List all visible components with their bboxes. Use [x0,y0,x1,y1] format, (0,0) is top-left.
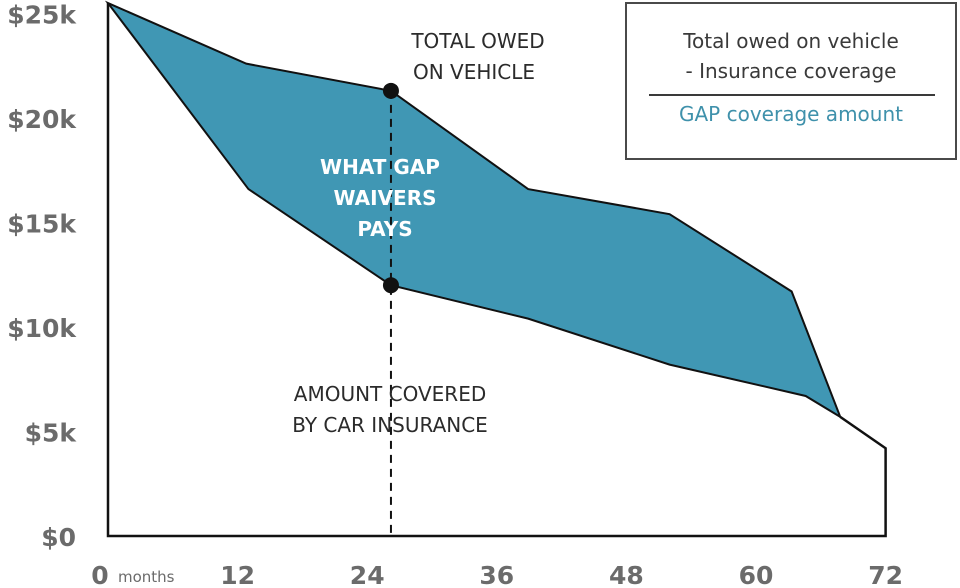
legend-line-1: Total owed on vehicle [683,29,899,53]
y-tick-label: $20k [7,105,77,134]
x-tick-label: 72 [868,561,903,588]
y-tick-label: $10k [7,314,77,343]
annotation-gap-3: PAYS [357,217,412,241]
axis-outline [106,3,887,538]
annotation-total-owed-1: TOTAL OWED [410,29,544,53]
y-tick-label: $15k [7,210,77,239]
y-tick-label: $25k [7,1,77,30]
y-tick-label: $5k [25,419,78,448]
x-tick-label: 36 [479,561,514,588]
annotation-total-owed-2: ON VEHICLE [413,60,535,84]
x-tick-label: 60 [739,561,774,588]
x-tick-label: 48 [609,561,644,588]
y-tick-label: $0 [41,523,76,552]
x-tick-label: 12 [220,561,255,588]
annotation-insurance-2: BY CAR INSURANCE [292,413,488,437]
legend-divider [649,94,935,96]
legend-line-2: - Insurance coverage [685,59,897,83]
x-tick-label: 24 [350,561,385,588]
total-owed-marker [382,82,399,99]
x-axis-label: months [118,568,175,586]
x-tick-label: 0 [91,561,108,588]
legend: Total owed on vehicle - Insurance covera… [625,2,957,160]
annotation-gap-1: WHAT GAP [320,155,440,179]
annotation-gap-2: WAIVERS [333,186,436,210]
legend-result: GAP coverage amount [679,102,903,126]
annotation-insurance-1: AMOUNT COVERED [294,382,486,406]
insurance-marker [382,277,399,294]
